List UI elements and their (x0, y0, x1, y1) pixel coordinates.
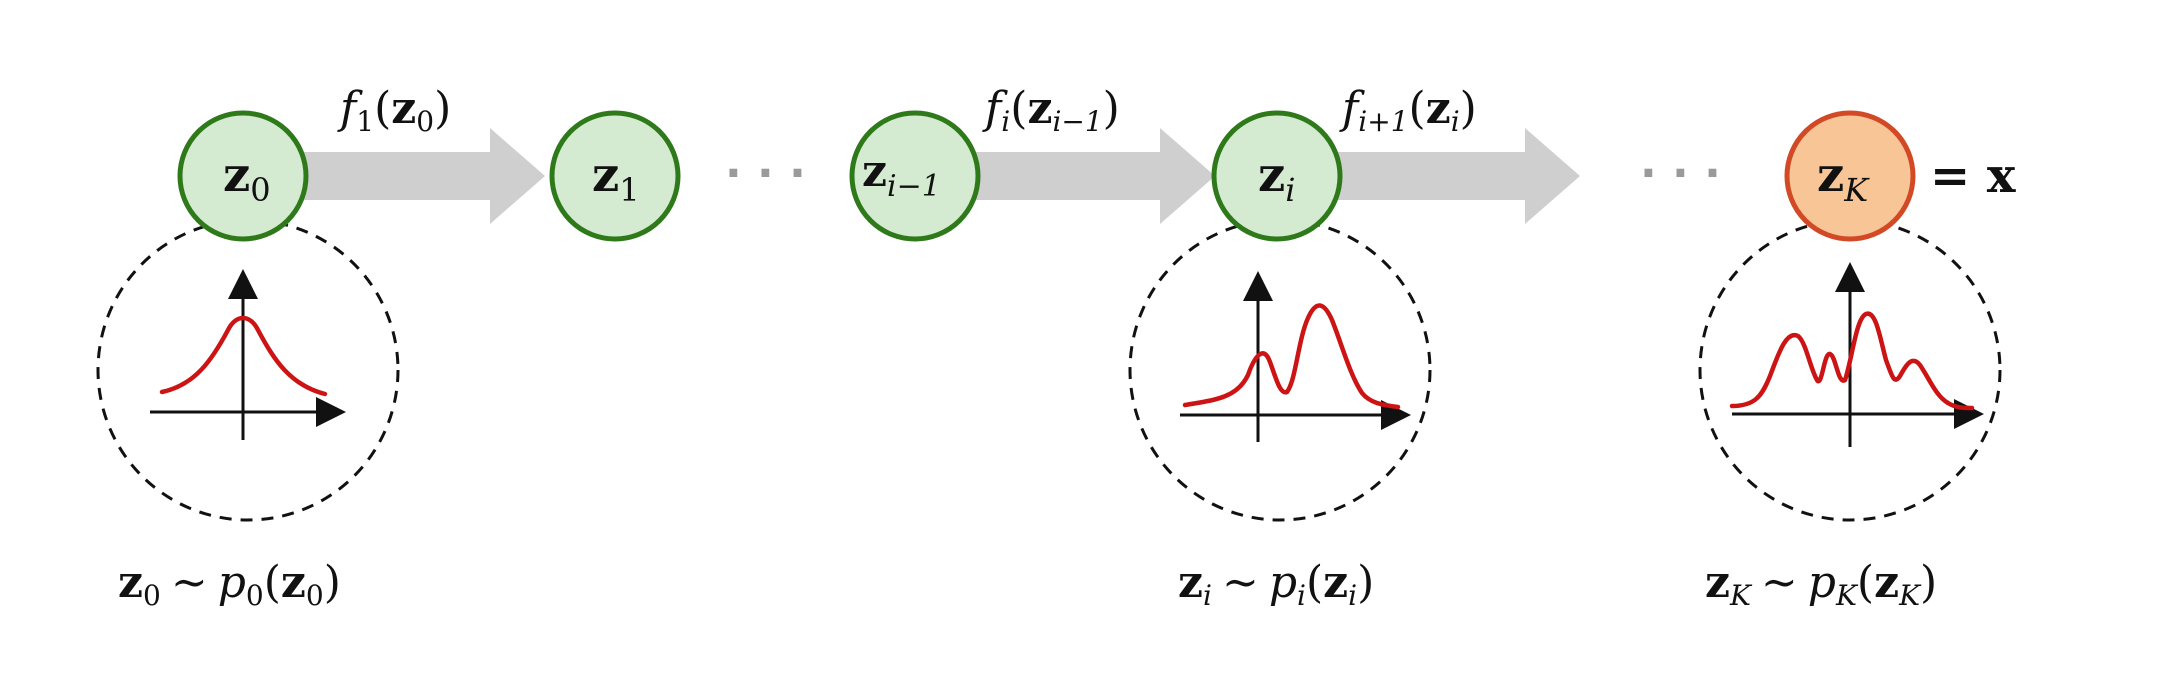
ellipsis-2: · · · (1640, 148, 1721, 199)
node-z-K: zK (1784, 110, 1916, 242)
distribution-label-zi: zi∼pi(zi) (1178, 557, 1374, 612)
density-curve (1182, 303, 1401, 410)
svg-text:zi−1: zi−1 (862, 146, 941, 204)
node-z1: z1 (549, 110, 681, 242)
node-symbol: z (1817, 147, 1844, 203)
node-symbol: z (1258, 147, 1285, 203)
node-subscript: 0 (250, 171, 270, 209)
flow-arrow-1 (295, 128, 545, 224)
distribution-label-z0: z0∼p0(z0) (118, 557, 341, 612)
node-symbol: z (223, 147, 250, 203)
svg-text:z1: z1 (592, 147, 640, 209)
node-symbol: z (592, 147, 619, 203)
ellipsis-1: · · · (725, 148, 806, 199)
density-circle-zK (1698, 218, 2002, 522)
density-circle-zi (1128, 218, 1432, 522)
node-z-K-equals-x: = x (1930, 148, 2016, 204)
transform-label-i-plus-1: fi+1(zi) (1339, 83, 1477, 138)
density-plot-z0 (150, 269, 346, 440)
node-subscript: i−1 (887, 169, 941, 204)
distribution-label-zK: zK∼pK(zK) (1705, 557, 1937, 612)
node-subscript: K (1843, 171, 1870, 209)
density-plot-zi (1180, 271, 1411, 442)
node-symbol: z (862, 146, 887, 197)
flow-arrow-3 (1330, 128, 1580, 224)
transform-label-i: fi(zi−1) (982, 83, 1120, 138)
density-circle-z0 (96, 218, 400, 522)
transform-label-1: f1(z0) (337, 83, 451, 138)
node-z0: z0 (177, 110, 309, 242)
node-z-i: zi (1211, 110, 1343, 242)
density-curve (159, 315, 328, 397)
svg-text:z0: z0 (223, 147, 271, 209)
density-curve (1729, 311, 1975, 411)
node-subscript: i (1285, 171, 1295, 209)
node-subscript: 1 (619, 171, 639, 209)
flow-arrow-2 (965, 128, 1215, 224)
density-plot-zK (1729, 262, 1984, 447)
svg-text:zK: zK (1817, 147, 1870, 209)
node-z-i-minus-1: zi−1 (849, 110, 981, 242)
svg-text:zi: zi (1258, 147, 1296, 209)
